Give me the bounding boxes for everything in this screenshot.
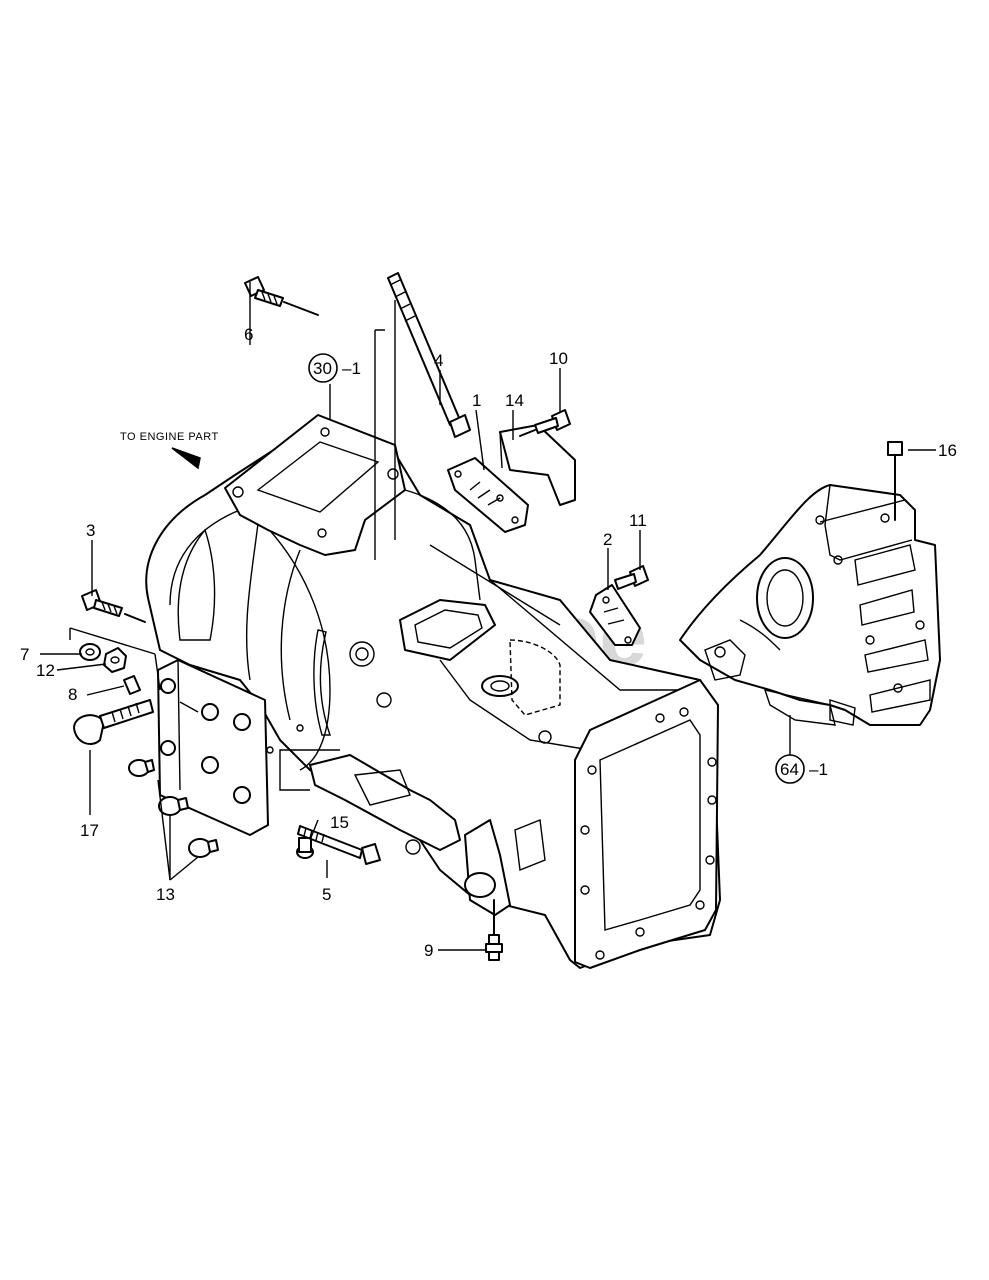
bolt-4 (387, 272, 471, 438)
callout-2: 2 (603, 530, 612, 549)
callout-14: 14 (505, 391, 524, 410)
bolt-17 (73, 699, 154, 745)
callout-4: 4 (434, 351, 443, 370)
nut-12 (103, 647, 127, 673)
bolt-11 (614, 565, 649, 590)
callout-16: 16 (938, 441, 957, 460)
callout-12: 12 (36, 661, 55, 680)
grease-fitting-9 (485, 899, 503, 961)
cover-plate-2 (589, 584, 641, 646)
plug-13a (128, 759, 155, 777)
plug-13c (188, 838, 219, 858)
reference-64-circle (775, 754, 805, 784)
rear-housing (679, 484, 941, 726)
callout-11: 11 (629, 511, 647, 530)
reference-64-number: 64 (780, 760, 799, 779)
engine-part-arrow (171, 447, 201, 470)
callout-7: 7 (20, 645, 29, 664)
callout-9: 9 (424, 941, 433, 960)
callouts: 1 2 3 4 5 6 7 8 9 10 11 12 13 14 15 16 1… (20, 325, 957, 960)
callout-10: 10 (549, 349, 568, 368)
reference-64-suffix: –1 (809, 760, 828, 779)
bolt-10 (519, 409, 571, 437)
cover-plate-1 (447, 457, 529, 533)
front-plate (157, 659, 304, 836)
bolt-6 (244, 276, 319, 316)
reference-64: 64 –1 (775, 754, 828, 784)
callout-15: 15 (330, 813, 349, 832)
reference-30-suffix: –1 (342, 359, 361, 378)
engine-part-note: TO ENGINE PART (120, 431, 219, 470)
engine-part-label: TO ENGINE PART (120, 431, 219, 443)
callout-13: 13 (156, 885, 175, 904)
bolt-3 (81, 589, 146, 623)
callout-8: 8 (68, 685, 77, 704)
callout-5: 5 (322, 885, 331, 904)
reference-30-number: 30 (313, 359, 332, 378)
reference-30-circle (308, 353, 338, 383)
callout-6: 6 (244, 325, 253, 344)
bolt-5 (297, 825, 381, 865)
callout-17: 17 (80, 821, 99, 840)
pin-8 (123, 675, 141, 695)
washer-7 (79, 643, 101, 661)
leader-lines (40, 282, 936, 951)
reference-30: 30 –1 (308, 353, 361, 383)
transmission-case (145, 414, 721, 969)
plug-15 (296, 837, 314, 859)
callout-3: 3 (86, 521, 95, 540)
bolt-16 (887, 441, 903, 521)
callout-1: 1 (472, 391, 481, 410)
plug-13b (158, 796, 189, 816)
guide-7-12 (69, 627, 161, 691)
